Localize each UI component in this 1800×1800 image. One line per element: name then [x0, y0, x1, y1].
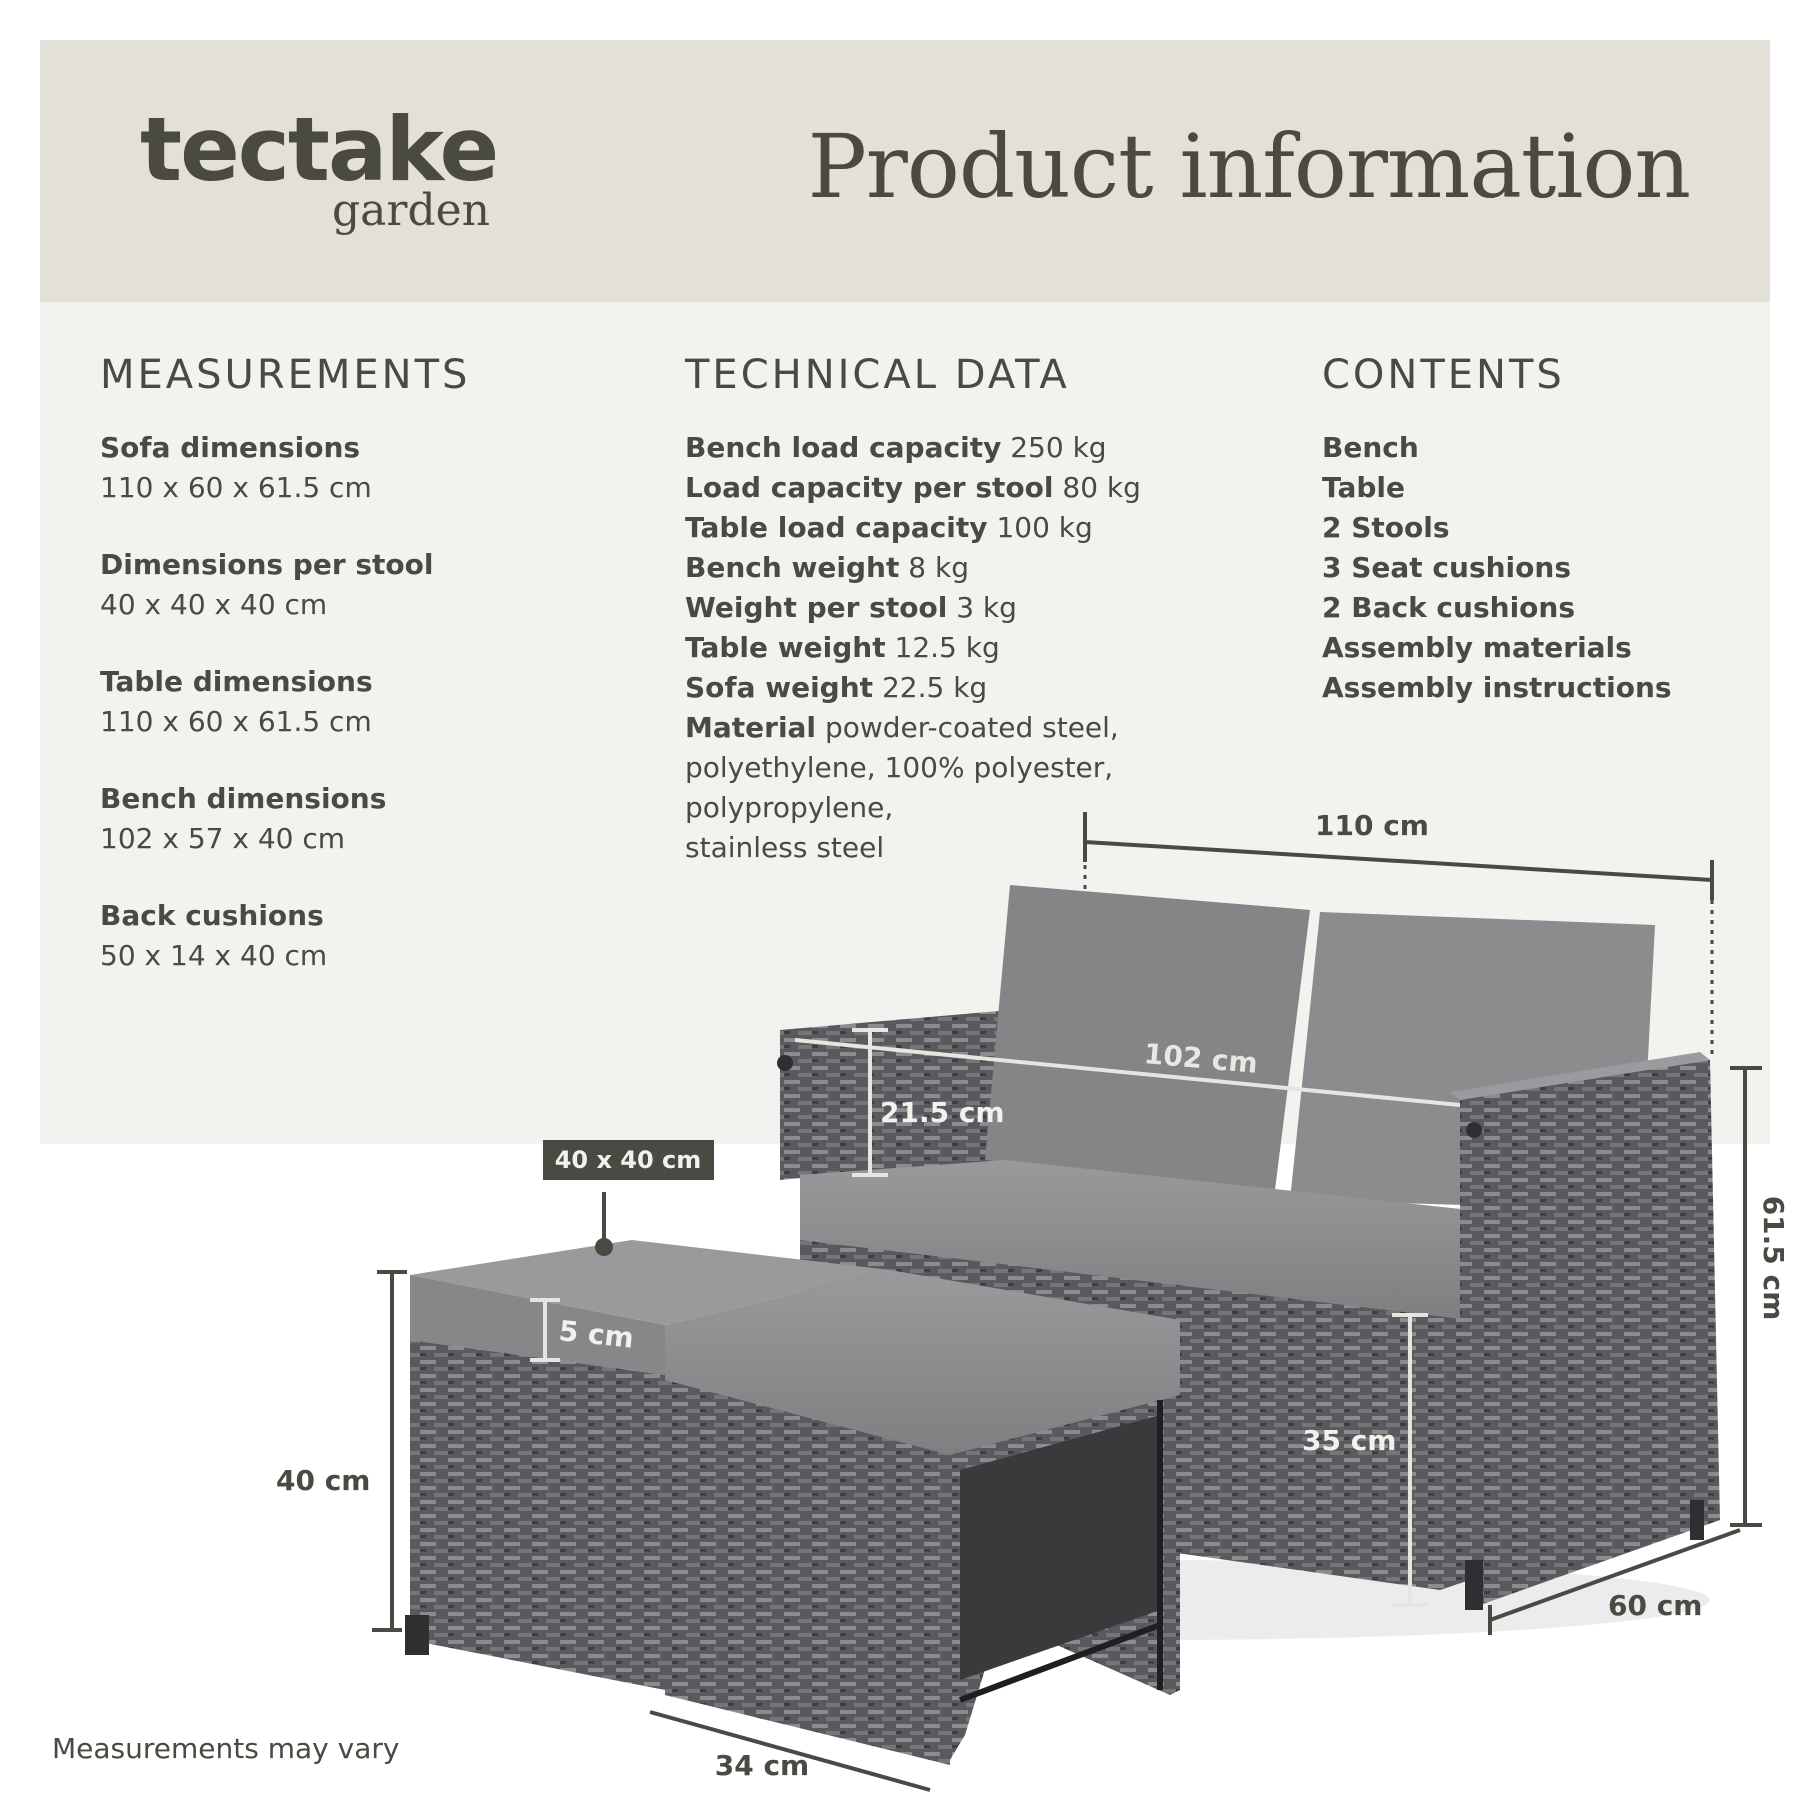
contents-item: Table — [1322, 471, 1406, 504]
back-cushion-left — [985, 885, 1310, 1190]
tech-material-line: polyethylene, 100% polyester, — [685, 751, 1114, 784]
measurement-value: 40 x 40 x 40 cm — [100, 588, 328, 621]
tech-value: 250 kg — [1010, 431, 1107, 464]
label-seat-height: 35 cm — [1302, 1424, 1397, 1457]
tech-value: 8 kg — [908, 551, 969, 584]
dim-line-width — [1084, 840, 1713, 882]
label-depth: 60 cm — [1608, 1589, 1703, 1622]
tech-value: powder-coated steel, — [824, 711, 1119, 744]
measurement-label: Dimensions per stool — [100, 548, 434, 581]
measurement-label: Table dimensions — [100, 665, 373, 698]
sofa-right-arm — [1460, 1060, 1720, 1605]
tech-value: 12.5 kg — [894, 631, 1000, 664]
tech-value: 80 kg — [1062, 471, 1141, 504]
contents-item: 3 Seat cushions — [1322, 551, 1571, 584]
measurement-value: 110 x 60 x 61.5 cm — [100, 471, 372, 504]
label-width: 110 cm — [1315, 809, 1429, 842]
contents-item: Assembly instructions — [1322, 671, 1672, 704]
dim-line-bench — [794, 1038, 1461, 1107]
measurement-value: 50 x 14 x 40 cm — [100, 939, 328, 972]
tech-row: Load capacity per stool 80 kg — [685, 468, 1141, 508]
label-total-height: 61.5 cm — [1757, 1196, 1790, 1321]
tech-material-line: polypropylene, — [685, 791, 894, 824]
measurement-item: Bench dimensions 102 x 57 x 40 cm — [100, 779, 470, 859]
header-band — [40, 40, 1770, 302]
measurement-item: Back cushions 50 x 14 x 40 cm — [100, 896, 470, 976]
tech-label: Weight per stool — [685, 591, 948, 624]
tech-row: Bench weight 8 kg — [685, 548, 1141, 588]
technical-column: TECHNICAL DATA Bench load capacity 250 k… — [685, 352, 1141, 868]
technical-heading: TECHNICAL DATA — [685, 352, 1070, 398]
label-back-height: 21.5 cm — [880, 1096, 1005, 1129]
tech-label: Material — [685, 711, 817, 744]
sofa-left-arm — [780, 1010, 1010, 1180]
tech-label: Load capacity per stool — [685, 471, 1054, 504]
page-title: Product information — [807, 115, 1691, 218]
tech-label: Sofa weight — [685, 671, 874, 704]
contents-item: 2 Back cushions — [1322, 591, 1575, 624]
measurements-column: MEASUREMENTS Sofa dimensions 110 x 60 x … — [100, 352, 470, 1013]
measurement-label: Back cushions — [100, 899, 324, 932]
contents-item: 2 Stools — [1322, 511, 1450, 544]
measurement-item: Sofa dimensions 110 x 60 x 61.5 cm — [100, 428, 470, 508]
tech-material-line: stainless steel — [685, 831, 885, 864]
brand-logo: tectake garden — [140, 98, 499, 236]
label-stool-depth: 34 cm — [715, 1749, 810, 1782]
stool-callout-dot — [595, 1238, 613, 1256]
seat-cushion — [800, 1160, 1470, 1320]
brand-name: tectake — [140, 98, 499, 201]
measurement-label: Bench dimensions — [100, 782, 387, 815]
contents-column: CONTENTS Bench Table 2 Stools 3 Seat cus… — [1322, 352, 1672, 708]
tech-row: Table load capacity 100 kg — [685, 508, 1141, 548]
tech-row: Bench load capacity 250 kg — [685, 428, 1141, 468]
tech-label: Bench weight — [685, 551, 900, 584]
tech-value: 22.5 kg — [881, 671, 988, 704]
tech-row: Weight per stool 3 kg — [685, 588, 1141, 628]
tech-label: Table load capacity — [685, 511, 988, 544]
brand-sub: garden — [332, 185, 490, 236]
tech-row-material: Material powder-coated steel, — [685, 708, 1141, 748]
contents-item: Assembly materials — [1322, 631, 1632, 664]
contents-item: Bench — [1322, 431, 1419, 464]
tech-value: 100 kg — [996, 511, 1093, 544]
footnote: Measurements may vary — [52, 1732, 400, 1765]
tech-label: Table weight — [685, 631, 886, 664]
measurement-value: 110 x 60 x 61.5 cm — [100, 705, 372, 738]
contents-heading: CONTENTS — [1322, 352, 1565, 398]
tech-label: Bench load capacity — [685, 431, 1002, 464]
label-stool-top: 40 x 40 cm — [555, 1146, 702, 1174]
sofa — [780, 885, 1720, 1610]
measurements-heading: MEASUREMENTS — [100, 352, 471, 398]
dim-line-stool-depth — [649, 1710, 931, 1792]
stool-front — [665, 1270, 1180, 1765]
stool-callout-box — [543, 1140, 714, 1180]
label-stool-height: 40 cm — [276, 1464, 371, 1497]
tech-row: Table weight 12.5 kg — [685, 628, 1141, 668]
tech-value: 3 kg — [956, 591, 1017, 624]
measurement-label: Sofa dimensions — [100, 431, 361, 464]
tech-row: Sofa weight 22.5 kg — [685, 668, 1141, 708]
dim-line-depth — [1489, 1528, 1741, 1622]
measurement-item: Table dimensions 110 x 60 x 61.5 cm — [100, 662, 470, 742]
label-cushion: 5 cm — [557, 1314, 635, 1355]
stool-back — [405, 1240, 890, 1690]
measurement-item: Dimensions per stool 40 x 40 x 40 cm — [100, 545, 470, 625]
measurement-value: 102 x 57 x 40 cm — [100, 822, 346, 855]
